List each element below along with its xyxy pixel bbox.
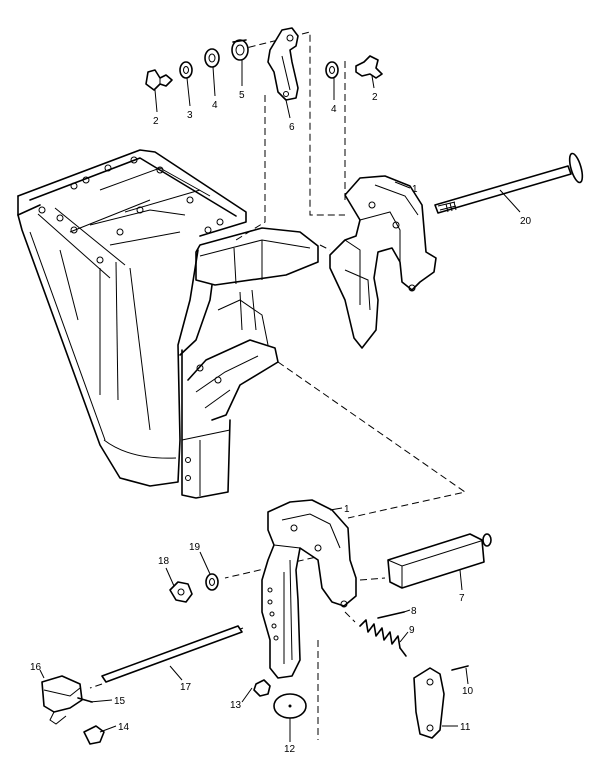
callout-7: 7 — [459, 593, 465, 604]
part-9-spring — [359, 619, 407, 657]
part-7-anode-block — [387, 533, 492, 589]
callout-6: 6 — [289, 122, 295, 133]
part-14-cap — [83, 725, 105, 745]
callout-17: 17 — [180, 682, 192, 693]
top-small-parts — [145, 27, 383, 101]
part-15-pin — [77, 697, 93, 703]
callout-3: 3 — [187, 110, 193, 121]
assembly-guide-lines — [89, 31, 467, 740]
drive-shaft-housing — [17, 149, 319, 499]
part-20-through-bolt — [434, 152, 584, 214]
callout-18: 18 — [158, 556, 170, 567]
part-12-disc — [273, 693, 307, 719]
callout-20: 20 — [520, 216, 532, 227]
part-11-lever — [413, 667, 445, 739]
callout-13: 13 — [230, 700, 242, 711]
callout-16: 16 — [30, 662, 42, 673]
callout-15: 15 — [114, 696, 126, 707]
part-13-nut — [253, 679, 271, 697]
callout-4-left: 4 — [212, 100, 218, 111]
part-18-nut — [169, 581, 193, 603]
callout-14: 14 — [118, 722, 130, 733]
callout-9: 9 — [409, 625, 415, 636]
callout-5: 5 — [239, 90, 245, 101]
callout-2-right: 2 — [372, 92, 378, 103]
part-16-clip — [41, 675, 83, 725]
part-10-pin — [451, 665, 469, 671]
leader-lines — [39, 60, 521, 742]
callout-10: 10 — [462, 686, 474, 697]
callout-8: 8 — [411, 606, 417, 617]
callout-1-upper: 1 — [412, 184, 418, 195]
callout-4-right: 4 — [331, 104, 337, 115]
callout-11: 11 — [460, 722, 471, 733]
callout-1-lower: 1 — [344, 504, 350, 515]
callout-numbers: 2 3 4 5 6 4 2 1 20 1 19 18 7 8 9 10 11 1… — [30, 90, 532, 755]
part-19-washer — [205, 573, 219, 591]
part-8-pin — [377, 611, 405, 619]
part-1-lower-stern-bracket — [261, 499, 357, 679]
part-1-upper-swivel-bracket — [329, 175, 437, 349]
part-17-rod — [101, 625, 243, 683]
callout-2-left: 2 — [153, 116, 159, 127]
callout-19: 19 — [189, 542, 201, 553]
callout-12: 12 — [284, 744, 296, 755]
